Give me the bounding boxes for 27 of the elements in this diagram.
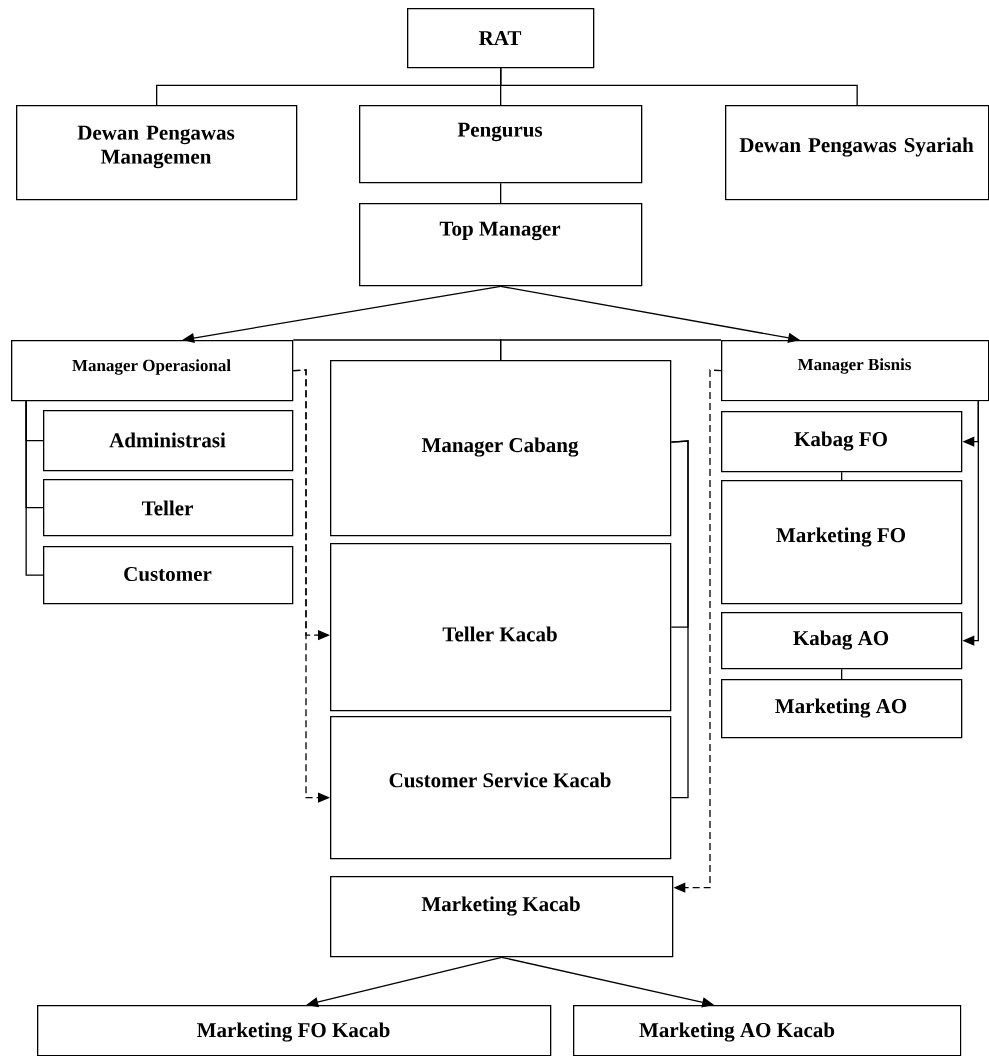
org-box: Dewan Pengawas Managemen (16, 105, 298, 201)
connector (841, 471, 843, 481)
org-box: Customer Service Kacab (330, 716, 672, 860)
connector (500, 182, 502, 204)
org-box: Administrasi (43, 410, 294, 472)
org-box: Manager Operasional (11, 340, 294, 402)
org-box: Marketing FO (721, 480, 963, 605)
org-box: Dewan Pengawas Syariah (725, 105, 989, 201)
org-box: Teller Kacab (330, 543, 672, 712)
org-box: Marketing AO Kacab (573, 1005, 962, 1056)
org-box: Customer (43, 546, 294, 605)
org-box: Manager Bisnis (721, 340, 989, 402)
org-box: Top Manager (359, 203, 643, 287)
org-box: RAT (407, 8, 595, 69)
connector (841, 668, 843, 680)
org-box: Teller (43, 479, 294, 537)
org-box: Marketing FO Kacab (37, 1005, 552, 1056)
connector (500, 339, 722, 361)
connector (500, 67, 858, 106)
connector (670, 440, 689, 799)
org-box: Manager Cabang (330, 360, 672, 537)
connector (25, 400, 44, 576)
org-box: Kabag FO (721, 411, 963, 473)
org-box: Kabag AO (721, 612, 963, 670)
org-box: Pengurus (359, 105, 643, 184)
org-box: Marketing Kacab (330, 876, 674, 958)
org-box: Marketing AO (721, 679, 963, 739)
